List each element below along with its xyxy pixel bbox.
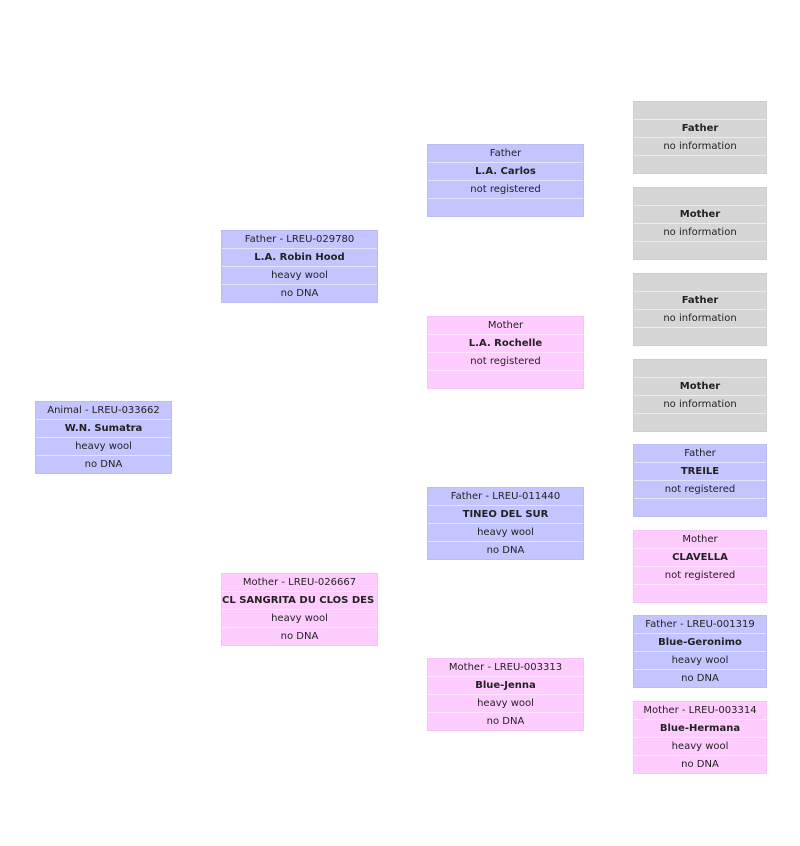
card-dna: no DNA (280, 631, 319, 642)
card-info-status: no information (634, 138, 766, 156)
card-fleece: heavy wool (36, 438, 171, 456)
card-fleece: heavy wool (222, 267, 377, 285)
card-animal-name[interactable]: Blue-Hermana (634, 720, 766, 738)
pedigree-card-mm-mother[interactable]: Mother - LREU-003314 Blue-Hermana heavy … (633, 701, 767, 774)
card-empty-row (634, 274, 766, 292)
card-animal-name[interactable]: L.A. Rochelle (428, 335, 583, 353)
card-animal-name[interactable]: Blue-Jenna (428, 677, 583, 695)
card-empty-row (428, 199, 583, 216)
pedigree-card-mf-father[interactable]: Father TREILE not registered (633, 444, 767, 517)
card-title: Father - LREU-029780 (222, 231, 377, 249)
card-empty-row (634, 360, 766, 378)
card-empty-row (428, 371, 583, 388)
card-animal-name[interactable]: TINEO DEL SUR (428, 506, 583, 524)
card-title: Father (428, 145, 583, 163)
card-dna: no DNA (681, 759, 719, 770)
card-empty-row (634, 585, 766, 602)
card-dna: no DNA (84, 459, 123, 470)
card-title: Animal - LREU-033662 (36, 402, 171, 420)
pedigree-card-ff-mother: Mother no information (633, 187, 767, 260)
card-empty-row (634, 188, 766, 206)
card-animal-name[interactable]: CL SANGRITA DU CLOS DES LAMA (222, 592, 377, 610)
card-registration-status: not registered (428, 181, 583, 199)
card-role: Mother (634, 206, 766, 224)
card-animal-name[interactable]: L.A. Robin Hood (222, 249, 377, 267)
card-empty-row (634, 328, 766, 345)
card-empty-row (634, 499, 766, 516)
card-animal-name[interactable]: TREILE (634, 463, 766, 481)
pedigree-card-paternal-grandfather[interactable]: Father L.A. Carlos not registered (427, 144, 584, 217)
card-title: Mother - LREU-003313 (428, 659, 583, 677)
pedigree-card-fm-mother: Mother no information (633, 359, 767, 432)
card-empty-row (634, 414, 766, 431)
card-dna: no DNA (280, 288, 319, 299)
pedigree-card-father[interactable]: Father - LREU-029780 L.A. Robin Hood hea… (221, 230, 378, 303)
card-animal-name[interactable]: L.A. Carlos (428, 163, 583, 181)
card-title: Father (634, 445, 766, 463)
card-info-status: no information (634, 396, 766, 414)
card-fleece: heavy wool (634, 652, 766, 670)
card-animal-name[interactable]: Blue-Geronimo (634, 634, 766, 652)
card-registration-status: not registered (634, 481, 766, 499)
pedigree-card-mother[interactable]: Mother - LREU-026667 CL SANGRITA DU CLOS… (221, 573, 378, 646)
card-dna: no DNA (486, 545, 525, 556)
card-dna: no DNA (681, 673, 719, 684)
pedigree-card-maternal-grandfather[interactable]: Father - LREU-011440 TINEO DEL SUR heavy… (427, 487, 584, 560)
card-registration-status: not registered (428, 353, 583, 371)
pedigree-card-mm-father[interactable]: Father - LREU-001319 Blue-Geronimo heavy… (633, 615, 767, 688)
card-title: Mother (428, 317, 583, 335)
pedigree-card-animal[interactable]: Animal - LREU-033662 W.N. Sumatra heavy … (35, 401, 172, 474)
card-title: Mother - LREU-026667 (222, 574, 377, 592)
card-title: Mother - LREU-003314 (634, 702, 766, 720)
card-empty-row (634, 156, 766, 173)
card-role: Father (634, 120, 766, 138)
card-registration-status: not registered (634, 567, 766, 585)
card-dna: no DNA (486, 716, 525, 727)
pedigree-card-ff-father: Father no information (633, 101, 767, 174)
pedigree-card-mf-mother[interactable]: Mother CLAVELLA not registered (633, 530, 767, 603)
card-role: Mother (634, 378, 766, 396)
card-fleece: heavy wool (428, 524, 583, 542)
card-role: Father (634, 292, 766, 310)
pedigree-card-paternal-grandmother[interactable]: Mother L.A. Rochelle not registered (427, 316, 584, 389)
card-fleece: heavy wool (634, 738, 766, 756)
card-title: Father - LREU-001319 (634, 616, 766, 634)
pedigree-card-maternal-grandmother[interactable]: Mother - LREU-003313 Blue-Jenna heavy wo… (427, 658, 584, 731)
card-animal-name[interactable]: W.N. Sumatra (36, 420, 171, 438)
card-title: Mother (634, 531, 766, 549)
card-info-status: no information (634, 224, 766, 242)
card-animal-name[interactable]: CLAVELLA (634, 549, 766, 567)
card-empty-row (634, 242, 766, 259)
card-title: Father - LREU-011440 (428, 488, 583, 506)
card-fleece: heavy wool (428, 695, 583, 713)
pedigree-card-fm-father: Father no information (633, 273, 767, 346)
card-empty-row (634, 102, 766, 120)
card-fleece: heavy wool (222, 610, 377, 628)
card-info-status: no information (634, 310, 766, 328)
